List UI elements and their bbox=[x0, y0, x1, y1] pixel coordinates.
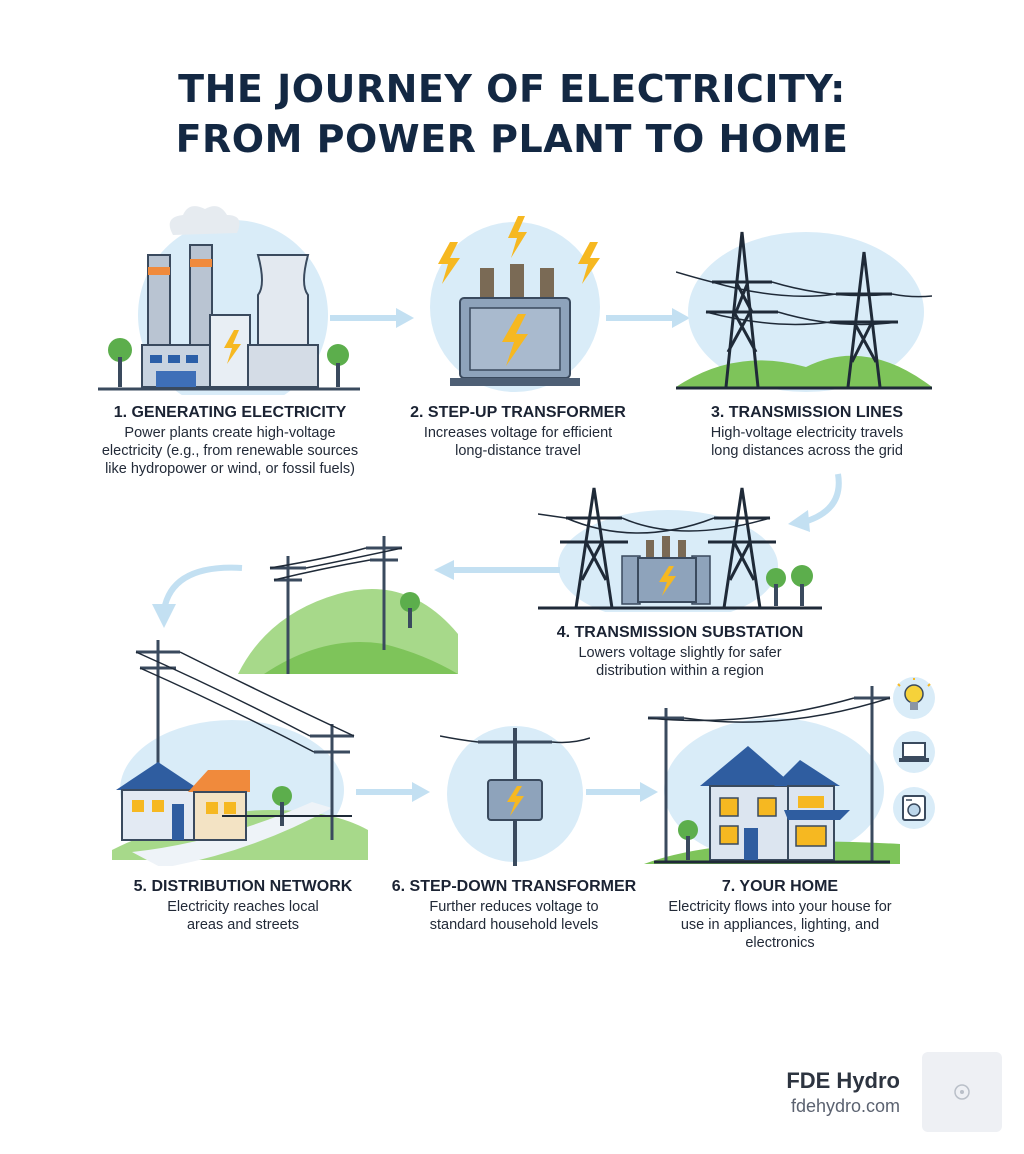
step-title: 6. STEP-DOWN TRANSFORMER bbox=[391, 878, 637, 895]
power-plant-icon bbox=[98, 206, 360, 395]
transmission-tower-icon bbox=[676, 231, 932, 392]
utility-pole-icon bbox=[238, 536, 458, 674]
step-title: 2. STEP-UP TRANSFORMER bbox=[410, 404, 626, 421]
brand-name: FDE Hydro bbox=[786, 1068, 900, 1093]
step-description: Electricity flows into your house for us… bbox=[668, 899, 892, 951]
arrow-icon bbox=[434, 560, 560, 580]
step-title: 7. YOUR HOME bbox=[721, 878, 839, 895]
distribution-network-icon bbox=[112, 640, 368, 866]
step-7: 7. YOUR HOME Electricity flows into your… bbox=[652, 878, 908, 952]
step-description: Lowers voltage slightly for safer distri… bbox=[578, 645, 782, 679]
badge-placeholder bbox=[922, 1052, 1002, 1132]
pole-transformer-icon bbox=[440, 726, 590, 866]
step-description: Increases voltage for efficient long-dis… bbox=[423, 425, 613, 459]
arrow-icon bbox=[586, 782, 658, 802]
title-line-2: FROM POWER PLANT TO HOME bbox=[175, 117, 849, 161]
arrow-icon bbox=[152, 564, 243, 628]
step-title: 3. TRANSMISSION LINES bbox=[710, 404, 904, 421]
step-description: Further reduces voltage to standard hous… bbox=[429, 899, 599, 933]
step-title: 5. DISTRIBUTION NETWORK bbox=[133, 878, 353, 895]
arrow-icon bbox=[788, 473, 842, 532]
brand-block: FDE Hydro fdehydro.com bbox=[786, 1068, 900, 1117]
step-6: 6. STEP-DOWN TRANSFORMER Further reduces… bbox=[384, 878, 644, 934]
arrow-icon bbox=[606, 308, 690, 328]
arrow-icon bbox=[356, 782, 430, 802]
step-4: 4. TRANSMISSION SUBSTATION Lowers voltag… bbox=[538, 624, 822, 680]
laptop-icon bbox=[893, 731, 935, 773]
brand-url[interactable]: fdehydro.com bbox=[790, 1096, 900, 1116]
step-5: 5. DISTRIBUTION NETWORK Electricity reac… bbox=[112, 878, 374, 934]
arrow-icon bbox=[330, 308, 414, 328]
light-bulb-icon bbox=[893, 677, 935, 719]
title-line-1: THE JOURNEY OF ELECTRICITY: bbox=[178, 67, 846, 111]
transformer-icon bbox=[430, 216, 600, 392]
step-description: Electricity reaches local areas and stre… bbox=[167, 899, 319, 933]
logo-icon bbox=[954, 1084, 970, 1100]
step-2: 2. STEP-UP TRANSFORMER Increases voltage… bbox=[396, 404, 640, 460]
washing-machine-icon bbox=[893, 787, 935, 829]
step-3: 3. TRANSMISSION LINES High-voltage elect… bbox=[682, 404, 932, 460]
step-description: Power plants create high-voltage electri… bbox=[101, 425, 359, 477]
house-icon bbox=[644, 686, 900, 864]
step-description: High-voltage electricity travels long di… bbox=[710, 425, 904, 459]
substation-icon bbox=[538, 487, 822, 612]
step-title: 4. TRANSMISSION SUBSTATION bbox=[556, 624, 804, 641]
page-title: THE JOURNEY OF ELECTRICITY: FROM POWER P… bbox=[0, 64, 1024, 164]
step-title: 1. GENERATING ELECTRICITY bbox=[113, 404, 347, 421]
step-1: 1. GENERATING ELECTRICITY Power plants c… bbox=[96, 404, 364, 478]
